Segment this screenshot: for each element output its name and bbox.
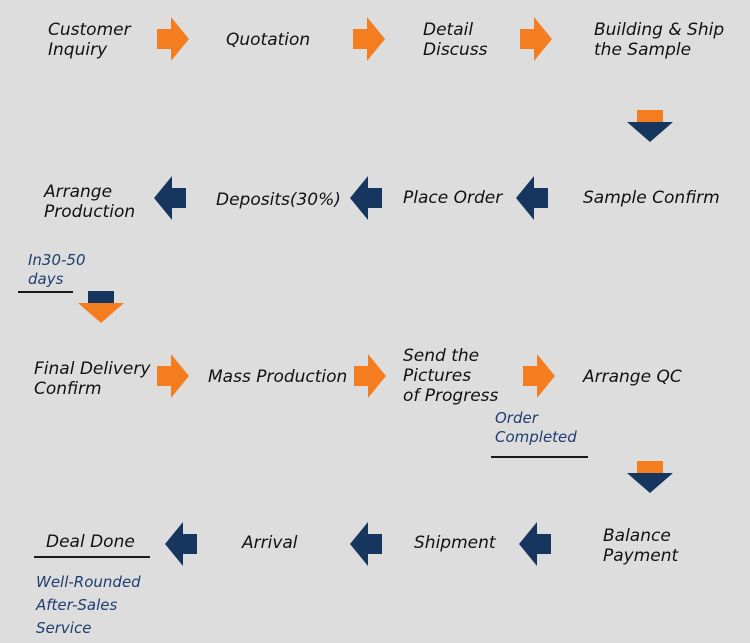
arrow-right-6 bbox=[523, 354, 555, 398]
arrow-right-2 bbox=[353, 17, 385, 61]
step-arrange-production: Arrange Production bbox=[44, 182, 136, 222]
order-completed-underline bbox=[491, 456, 588, 458]
note-production-time: In30-50 days bbox=[28, 251, 86, 288]
arrow-right-1 bbox=[157, 17, 189, 61]
deal-done-underline bbox=[34, 556, 150, 558]
step-customer-inquiry: Customer Inquiry bbox=[48, 20, 131, 60]
step-balance-payment: Balance Payment bbox=[603, 526, 679, 566]
arrow-right-5 bbox=[354, 354, 386, 398]
note-after-sales: Well-Rounded After-Sales Service bbox=[36, 573, 141, 637]
step-detail-discuss: Detail Discuss bbox=[423, 20, 488, 60]
step-quotation: Quotation bbox=[226, 30, 311, 50]
step-send-pictures: Send the Pictures of Progress bbox=[403, 346, 499, 406]
arrow-left-4 bbox=[519, 522, 551, 566]
arrow-down-3 bbox=[627, 461, 673, 493]
production-time-underline bbox=[18, 291, 73, 293]
arrow-left-1 bbox=[516, 176, 548, 220]
arrow-left-3 bbox=[154, 176, 186, 220]
step-final-delivery-confirm: Final Delivery Confirm bbox=[34, 359, 151, 399]
arrow-down-2 bbox=[78, 291, 124, 323]
arrow-down-1 bbox=[627, 110, 673, 142]
step-building-ship-sample: Building & Ship the Sample bbox=[594, 20, 725, 60]
arrow-left-6 bbox=[165, 522, 197, 566]
step-place-order: Place Order bbox=[403, 188, 503, 208]
arrow-left-2 bbox=[350, 176, 382, 220]
step-sample-confirm: Sample Confirm bbox=[583, 188, 720, 208]
step-deposits: Deposits(30%) bbox=[216, 190, 341, 210]
step-arrange-qc: Arrange QC bbox=[583, 367, 682, 387]
arrow-left-5 bbox=[350, 522, 382, 566]
step-mass-production: Mass Production bbox=[208, 367, 348, 387]
step-deal-done: Deal Done bbox=[46, 532, 135, 552]
arrow-right-4 bbox=[157, 354, 189, 398]
note-order-completed: Order Completed bbox=[495, 409, 577, 446]
step-shipment: Shipment bbox=[414, 533, 496, 553]
step-arrival: Arrival bbox=[242, 533, 298, 553]
arrow-right-3 bbox=[520, 17, 552, 61]
